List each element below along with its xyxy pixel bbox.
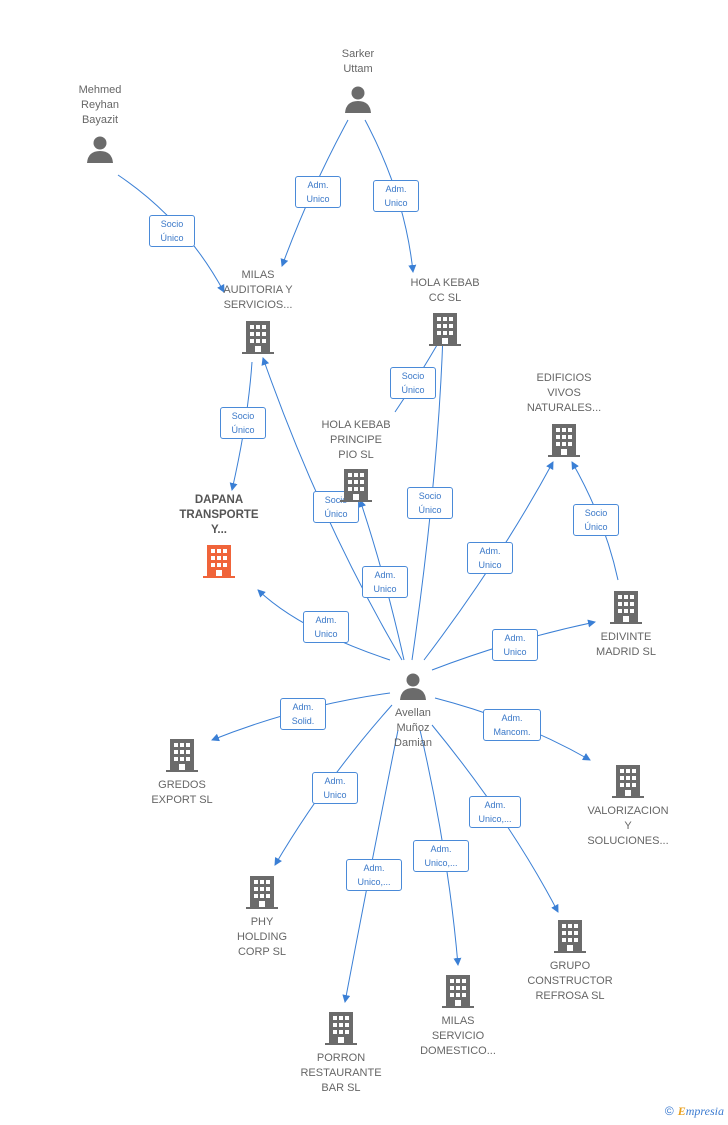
company-milas-auditoria[interactable]: MILAS AUDITORIA Y SERVICIOS... [208,268,308,360]
person-icon [400,673,426,700]
node-label: GREDOS EXPORT SL [151,779,213,806]
person-sarker-uttam[interactable]: Sarker Uttam [318,47,398,119]
edge-label-mehmed-milas: Socio Único [149,215,195,247]
company-edivinte-madrid[interactable]: EDIVINTE MADRID SL [576,589,676,660]
edge-label-milas-dapana: Socio Único [220,407,266,439]
building-icon [325,1012,357,1045]
node-label: EDIVINTE MADRID SL [596,631,656,658]
company-dapana-transporte-focal[interactable]: DAPANA TRANSPORTE Y... [164,493,274,584]
company-gredos-export[interactable]: GREDOS EXPORT SL [132,737,232,808]
building-icon [610,591,642,624]
edge-label-avellan-grupo: Adm. Unico,... [469,796,521,828]
building-icon [554,920,586,953]
company-edificios-vivos[interactable]: EDIFICIOS VIVOS NATURALES... [514,371,614,463]
node-label: MILAS AUDITORIA Y SERVICIOS... [223,269,293,311]
company-grupo-constructor-refrosa[interactable]: GRUPO CONSTRUCTOR REFROSA SL [520,918,620,1004]
person-icon [345,86,371,113]
edge-label-principe-hola: Socio Único [390,367,436,399]
edge-label-avellan-gredos: Adm. Solid. [280,698,326,730]
edge-label-avellan-edivinte: Adm. Unico [492,629,538,661]
edge-label-sarker-hola: Adm. Unico [373,180,419,212]
person-avellan-munoz-damian[interactable]: Avellan Muñoz Damian [373,671,453,751]
node-label: GRUPO CONSTRUCTOR REFROSA SL [527,960,613,1002]
company-milas-servicio-domestico[interactable]: MILAS SERVICIO DOMESTICO... [408,973,508,1059]
company-hola-kebab-cc[interactable]: HOLA KEBAB CC SL [395,276,495,352]
node-label: Sarker Uttam [341,48,375,75]
building-icon [429,313,461,346]
person-mehmed-reyhan-bayazit[interactable]: Mehmed Reyhan Bayazit [60,83,140,169]
building-icon [548,424,580,457]
person-icon [87,136,113,163]
company-phy-holding[interactable]: PHY HOLDING CORP SL [212,874,312,960]
company-valorizacion-soluciones[interactable]: VALORIZACION Y SOLUCIONES... [578,763,678,849]
node-label: Mehmed Reyhan Bayazit [78,84,122,126]
building-icon [246,876,278,909]
edge-label-avellan-valorizacion: Adm. Mancom. [483,709,541,741]
building-icon [612,765,644,798]
node-label: PORRON RESTAURANTE BAR SL [300,1052,382,1094]
brand-initial: E [677,1104,686,1118]
building-icon [203,545,235,578]
empresia-logo[interactable]: ©Empresia [665,1104,724,1119]
company-hola-kebab-principe-pio[interactable]: HOLA KEBAB PRINCIPE PIO SL [306,418,406,508]
node-label: PHY HOLDING CORP SL [236,916,288,958]
edge-label-avellan-servicio: Adm. Unico,... [413,840,469,872]
edge-label-avellan-phy: Adm. Unico [312,772,358,804]
brand-name: mpresia [685,1104,724,1118]
edge-label-avellan-principe: Adm. Unico [362,566,408,598]
building-icon [442,975,474,1008]
node-label: Avellan Muñoz Damian [394,707,432,749]
edge-label-avellan-edificios: Adm. Unico [467,542,513,574]
edge-label-avellan-porron: Adm. Unico,... [346,859,402,891]
node-label: VALORIZACION Y SOLUCIONES... [587,805,669,847]
node-label: HOLA KEBAB PRINCIPE PIO SL [321,419,391,461]
node-label: DAPANA TRANSPORTE Y... [179,494,259,536]
edge-label-avellan-hola: Socio Único [407,487,453,519]
copyright-icon: © [664,1104,674,1118]
edge-label-sarker-milas: Adm. Unico [295,176,341,208]
building-icon [242,321,274,354]
node-label: EDIFICIOS VIVOS NATURALES... [526,372,602,414]
edge-label-edivinte-edificios: Socio Único [573,504,619,536]
building-icon [166,739,198,772]
node-label: MILAS SERVICIO DOMESTICO... [420,1015,496,1057]
edge-label-avellan-dapana: Adm. Unico [303,611,349,643]
building-icon [340,469,372,502]
company-porron-restaurante[interactable]: PORRON RESTAURANTE BAR SL [291,1010,391,1096]
node-label: HOLA KEBAB CC SL [410,277,480,304]
